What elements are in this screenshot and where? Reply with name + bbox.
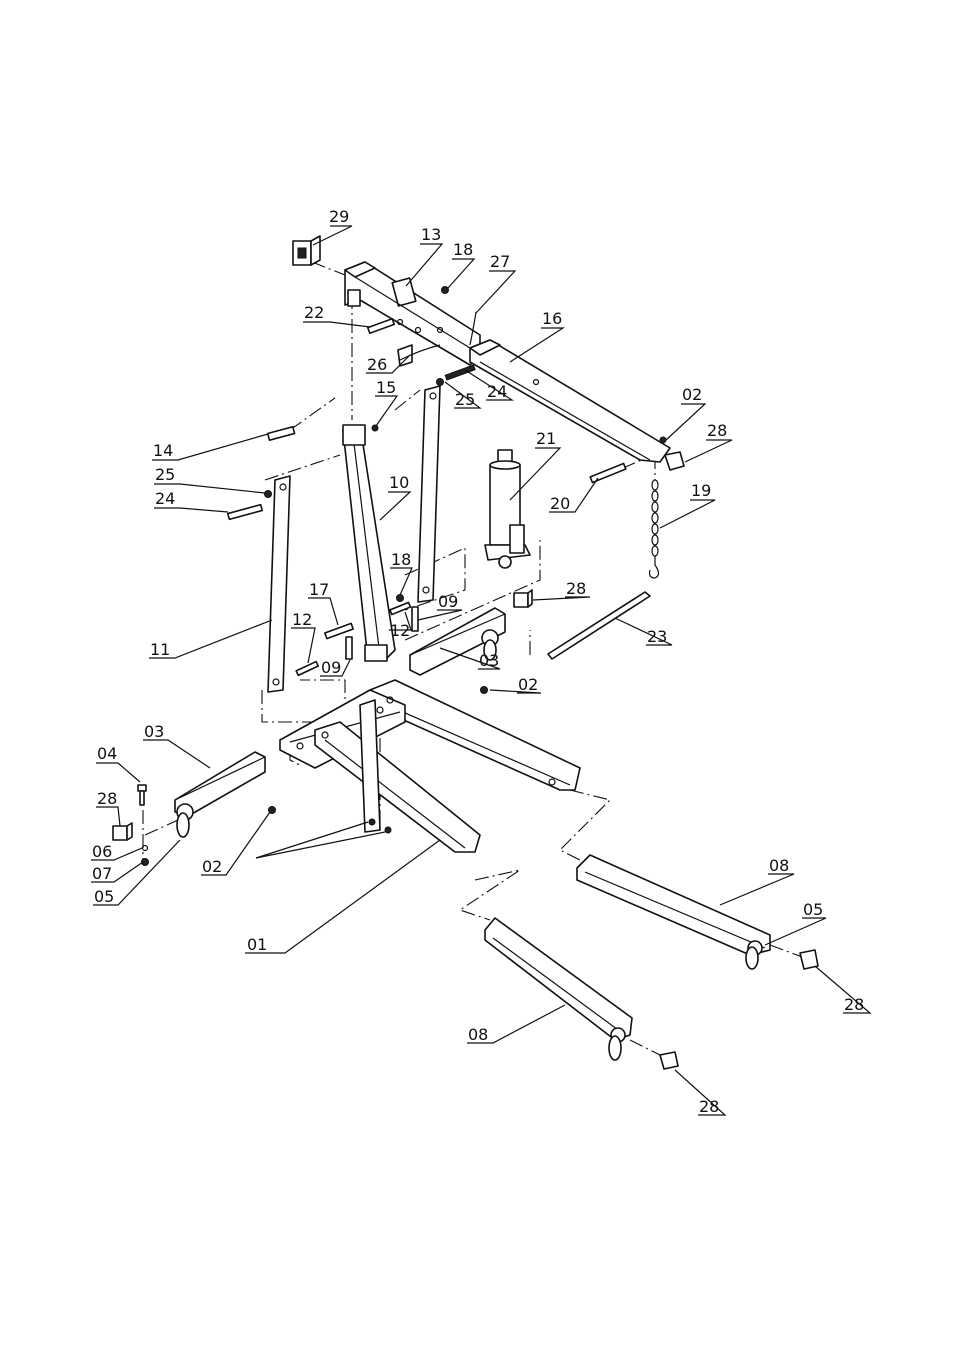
callout-03: 03 bbox=[144, 722, 164, 741]
callout-24: 24 bbox=[487, 382, 507, 401]
callout-17: 17 bbox=[309, 580, 329, 599]
part-25-washer-left bbox=[265, 491, 272, 498]
part-26-handle-clip bbox=[398, 345, 440, 366]
part-28-cap-left bbox=[113, 823, 132, 840]
part-08-right-leg bbox=[577, 855, 770, 969]
callout-05: 05 bbox=[803, 900, 823, 919]
part-19-chain-hook bbox=[650, 480, 659, 578]
part-04-bolt bbox=[138, 785, 146, 805]
part-16-boom-extension bbox=[470, 340, 670, 462]
part-03-left-sleeve bbox=[175, 752, 265, 837]
callout-12: 12 bbox=[390, 621, 410, 640]
callout-15: 15 bbox=[376, 378, 396, 397]
callout-03: 03 bbox=[479, 651, 499, 670]
callout-02: 02 bbox=[518, 675, 538, 694]
callout-08: 08 bbox=[468, 1025, 488, 1044]
callout-11: 11 bbox=[150, 640, 170, 659]
part-11-left-strap bbox=[268, 476, 290, 692]
callout-05: 05 bbox=[94, 887, 114, 906]
callout-25: 25 bbox=[155, 465, 175, 484]
callout-24: 24 bbox=[155, 489, 175, 508]
callout-02: 02 bbox=[202, 857, 222, 876]
callout-14: 14 bbox=[153, 441, 173, 460]
callout-28: 28 bbox=[707, 421, 727, 440]
callout-16: 16 bbox=[542, 309, 562, 328]
callout-28: 28 bbox=[97, 789, 117, 808]
part-28-cap-mid bbox=[514, 590, 532, 607]
callout-28: 28 bbox=[566, 579, 586, 598]
part-18-nut-mid bbox=[397, 595, 404, 602]
part-20-bolt bbox=[590, 463, 626, 482]
callout-22: 22 bbox=[304, 303, 324, 322]
callout-09: 09 bbox=[321, 658, 341, 677]
part-23-handle-rod bbox=[548, 592, 650, 659]
callout-18: 18 bbox=[391, 550, 411, 569]
callout-13: 13 bbox=[421, 225, 441, 244]
callout-26: 26 bbox=[367, 355, 387, 374]
callout-04: 04 bbox=[97, 744, 117, 763]
callout-08: 08 bbox=[769, 856, 789, 875]
part-14-pin bbox=[268, 427, 295, 440]
callout-28: 28 bbox=[699, 1097, 719, 1116]
callout-23: 23 bbox=[647, 627, 667, 646]
callout-09: 09 bbox=[438, 592, 458, 611]
part-18-nut-top bbox=[442, 287, 449, 294]
part-21-hydraulic-jack bbox=[485, 450, 530, 568]
part-25-washer-top bbox=[437, 379, 444, 386]
callout-07: 07 bbox=[92, 864, 112, 883]
part-28-cap-legs bbox=[660, 950, 818, 1069]
callout-19: 19 bbox=[691, 481, 711, 500]
part-24-bolt-left bbox=[228, 505, 262, 520]
part-11-right-strap bbox=[418, 386, 440, 602]
callout-18: 18 bbox=[453, 240, 473, 259]
callout-01: 01 bbox=[247, 935, 267, 954]
callout-20: 20 bbox=[550, 494, 570, 513]
part-24-bolt-top bbox=[445, 365, 475, 380]
callout-02: 02 bbox=[682, 385, 702, 404]
callout-28: 28 bbox=[844, 995, 864, 1014]
part-29-end-cap bbox=[293, 236, 320, 265]
callout-25: 25 bbox=[455, 390, 475, 409]
callout-12: 12 bbox=[292, 610, 312, 629]
callout-27: 27 bbox=[490, 252, 510, 271]
part-28-cap-boom bbox=[665, 452, 684, 470]
callout-29: 29 bbox=[329, 207, 349, 226]
part-01-base-frame bbox=[280, 680, 580, 852]
callout-06: 06 bbox=[92, 842, 112, 861]
callout-21: 21 bbox=[536, 429, 556, 448]
part-08-left-leg bbox=[485, 918, 632, 1060]
callout-10: 10 bbox=[389, 473, 409, 492]
part-22-pin bbox=[368, 319, 394, 334]
